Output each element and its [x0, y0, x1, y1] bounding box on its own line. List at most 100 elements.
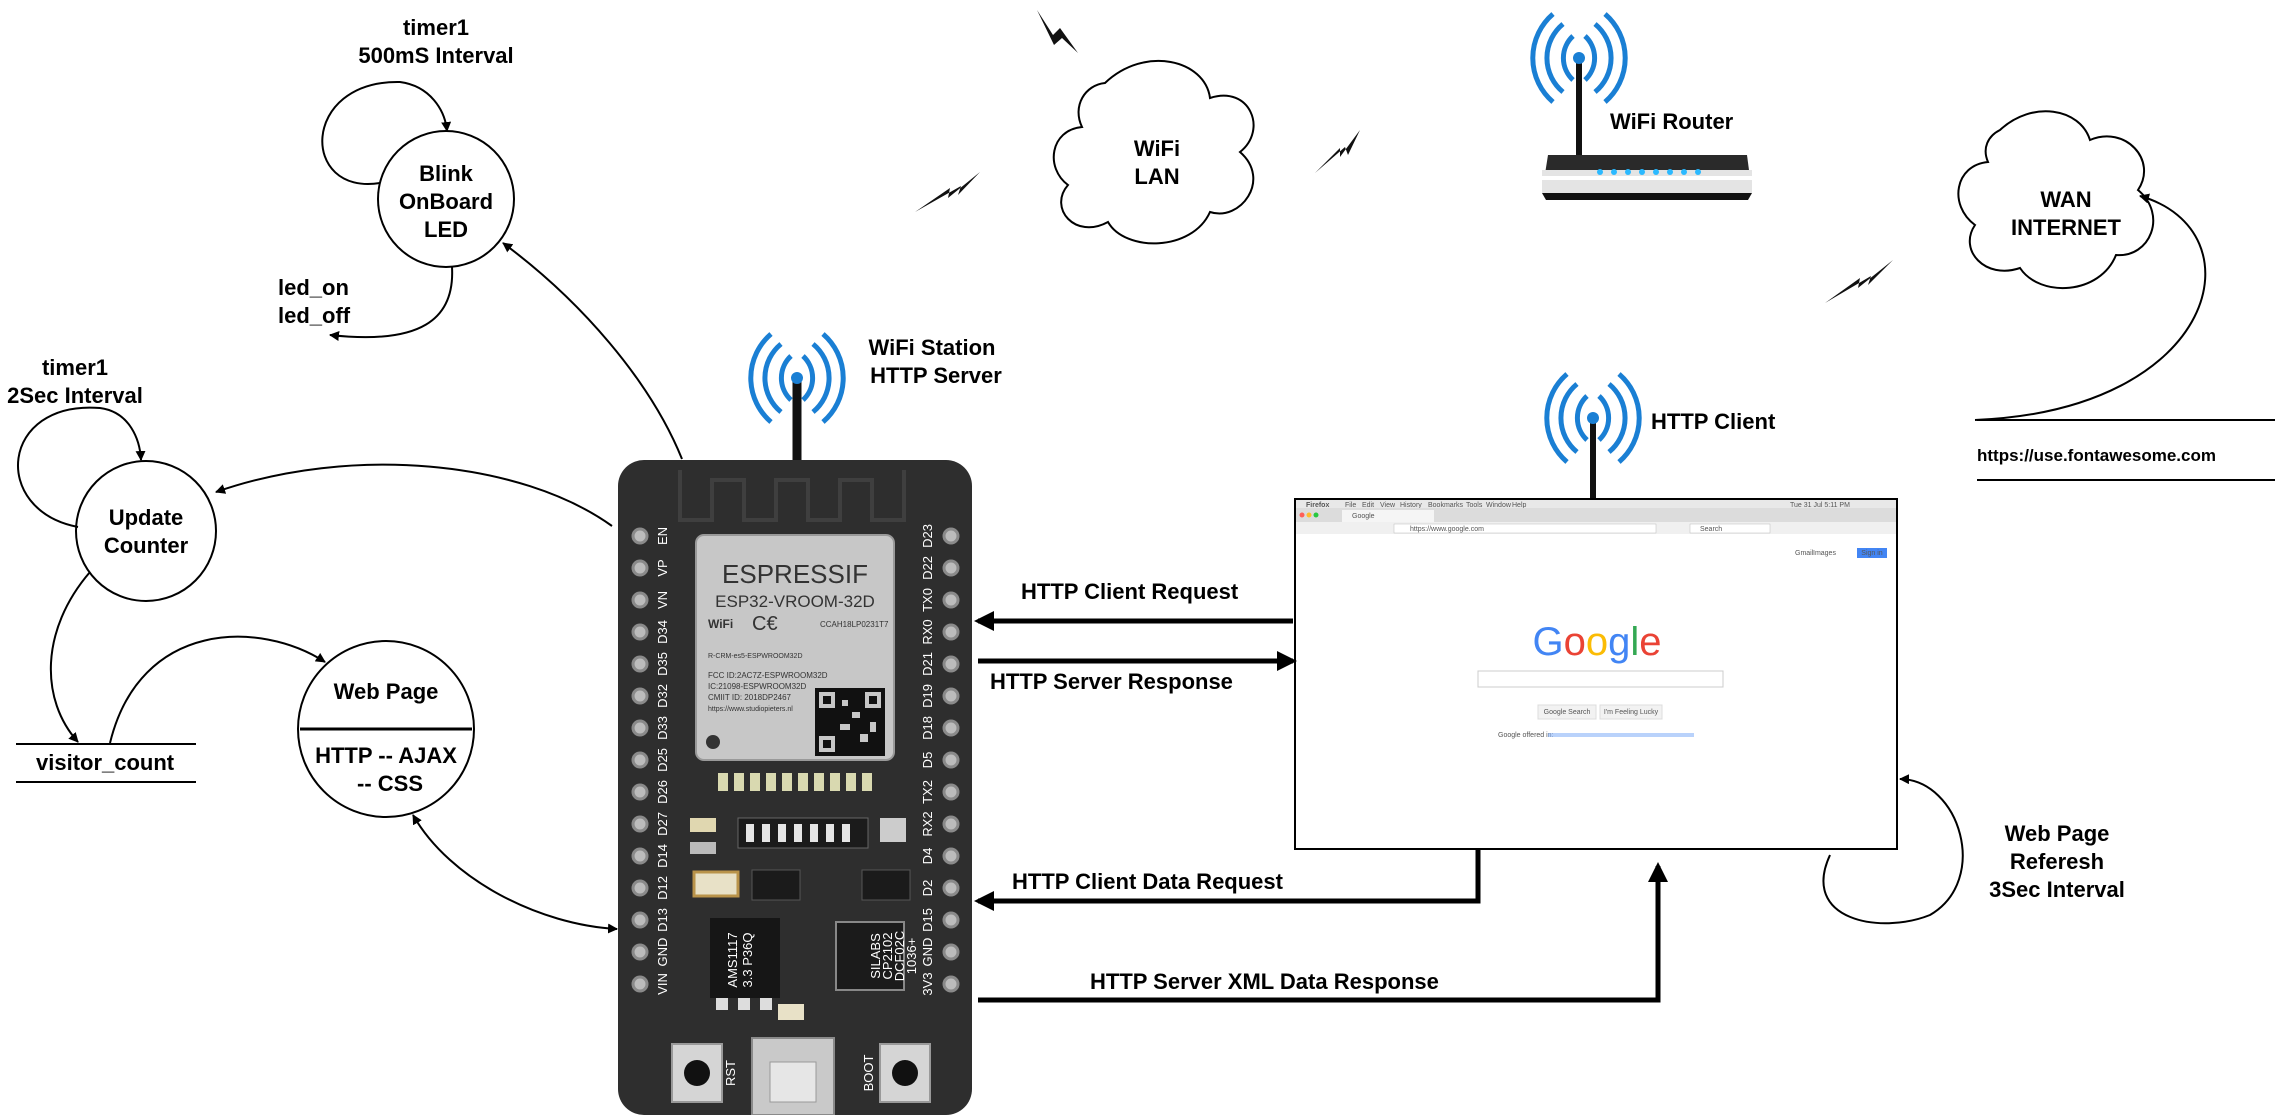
browser-menu-edit: Edit — [1362, 502, 1374, 509]
cert-line-3: IC:21098-ESPWROOM32D — [708, 682, 806, 691]
blink-label-line-2: OnBoard — [399, 189, 493, 214]
station-label-line-1: WiFi Station — [869, 335, 996, 360]
browser-tab-title[interactable]: Google — [1352, 513, 1375, 520]
rst-button[interactable] — [671, 1043, 723, 1103]
signin-label: Sign in — [1861, 550, 1883, 557]
webpage-board-arrow — [412, 814, 618, 934]
web-page-title: Web Page — [334, 679, 439, 704]
browser-search-box[interactable]: Search — [1689, 523, 1771, 534]
feeling-lucky-button[interactable]: I'm Feeling Lucky — [1599, 704, 1663, 720]
feeling-lucky-label: I'm Feeling Lucky — [1604, 709, 1659, 716]
web-page-body-line-2: -- CSS — [357, 771, 423, 796]
cert-line-4: CMIIT ID: 2018DP2467 — [708, 693, 792, 702]
wan-line-2: INTERNET — [2011, 215, 2122, 240]
right-header-pins — [942, 527, 960, 993]
station-antenna — [751, 334, 843, 468]
browser-search-placeholder: Search — [1700, 526, 1722, 533]
google-logo: Google — [1532, 620, 1661, 664]
web-page-body-line-1: HTTP -- AJAX — [315, 743, 457, 768]
boot-label: BOOT — [861, 1055, 876, 1092]
signin-button[interactable]: Sign in — [1857, 548, 1887, 558]
browser-menu-help: Help — [1512, 502, 1527, 509]
pin-label-right-12: D2 — [920, 880, 935, 897]
blink-interval-label: 500mS Interval — [358, 43, 513, 68]
google-search-input[interactable] — [1477, 670, 1724, 688]
router-label: WiFi Router — [1610, 109, 1734, 134]
fontawesome-url: https://use.fontawesome.com — [1977, 446, 2216, 465]
blink-label-line-3: LED — [424, 217, 468, 242]
usb-chip-line-1: SILABS — [868, 933, 883, 979]
led-off-label: led_off — [278, 303, 351, 328]
module-name: ESP32-VROOM-32D — [715, 592, 875, 611]
cert-line-1: R-CRM-es5-ESPWROOM32D — [708, 653, 803, 660]
browser-menu-bookmarks: Bookmarks — [1428, 502, 1464, 509]
pin-label-right-13: D15 — [920, 908, 935, 932]
lightning-icon-right — [1825, 260, 1893, 303]
google-search-button[interactable]: Google Search — [1537, 704, 1597, 720]
client-label: HTTP Client — [1651, 409, 1776, 434]
ce-mark: C€ — [752, 613, 778, 635]
images-link[interactable]: Images — [1813, 550, 1836, 557]
client-antenna — [1547, 374, 1639, 498]
pin-label-left-7: D33 — [655, 716, 670, 740]
pin-label-left-14: GND — [655, 938, 670, 967]
lightning-icon-mid — [1315, 130, 1360, 173]
pin-label-left-15: VIN — [655, 973, 670, 995]
left-header-pins — [631, 527, 649, 993]
update-self-loop-arrow — [17, 406, 146, 528]
browser-menu-tools: Tools — [1466, 502, 1483, 509]
board-to-counter-arrow — [215, 463, 613, 527]
blink-led-state: Blink OnBoard LED — [377, 130, 515, 268]
data-request-label: HTTP Client Data Request — [1012, 869, 1284, 894]
browser-window: Firefox File Edit View History Bookmarks… — [1294, 498, 1898, 850]
station-label-line-2: HTTP Server — [870, 363, 1002, 388]
pin-label-left-2: VP — [655, 559, 670, 576]
update-label-line-2: Counter — [104, 533, 189, 558]
module-brand: ESPRESSIF — [722, 559, 868, 589]
pin-label-right-3: TX0 — [920, 588, 935, 612]
browser-url-bar[interactable]: https://www.google.com — [1393, 523, 1657, 534]
lightning-icon-left — [915, 172, 980, 212]
counter-to-store-arrow — [49, 571, 91, 743]
led-action-arrow — [329, 266, 454, 341]
esp32-board: ESPRESSIF ESP32-VROOM-32D WiFi C€ CCAH18… — [618, 334, 972, 1115]
wifi-cert-logo: WiFi — [708, 617, 733, 631]
gmail-link[interactable]: Gmail — [1795, 550, 1814, 557]
led-on-label: led_on — [278, 275, 349, 300]
board-to-blink-arrow — [502, 242, 683, 460]
blink-timer-label: timer1 — [403, 15, 469, 40]
pin-label-right-7: D18 — [920, 716, 935, 740]
cert-id: CCAH18LP0231T7 — [820, 620, 889, 629]
wifi-lan-line-2: LAN — [1134, 164, 1179, 189]
visitor-count-label: visitor_count — [36, 750, 175, 775]
browser-menu-history: History — [1400, 502, 1422, 509]
xml-response-arrow — [978, 862, 1668, 1003]
visitor-count-store: visitor_count — [16, 743, 196, 783]
pin-label-right-5: D21 — [920, 652, 935, 676]
pin-label-left-12: D12 — [655, 876, 670, 900]
fontawesome-store: https://use.fontawesome.com — [1977, 419, 2275, 481]
wan-internet-cloud: WAN INTERNET — [1957, 110, 2155, 290]
store-to-webpage-arrow — [109, 635, 326, 744]
google-search-label: Google Search — [1544, 709, 1591, 716]
browser-url: https://www.google.com — [1410, 526, 1484, 533]
wan-link-arrow — [1974, 193, 2207, 421]
pin-label-right-4: RX0 — [920, 619, 935, 644]
pin-label-left-1: EN — [655, 527, 670, 545]
pin-label-right-9: TX2 — [920, 780, 935, 804]
wifi-router-icon — [1533, 14, 1752, 200]
micro-usb-port — [751, 1037, 835, 1115]
browser-menu-file: File — [1345, 502, 1356, 509]
update-timer-label: timer1 — [42, 355, 108, 380]
refresh-line-1: Web Page — [2005, 821, 2110, 846]
refresh-line-2: Referesh — [2010, 849, 2104, 874]
pin-label-left-6: D32 — [655, 684, 670, 708]
pin-label-left-9: D26 — [655, 780, 670, 804]
data-request-arrow — [974, 849, 1481, 911]
pin-label-right-14: GND — [920, 938, 935, 967]
pin-label-left-13: D13 — [655, 908, 670, 932]
refresh-loop-arrow — [1822, 774, 1964, 925]
boot-button[interactable] — [879, 1043, 931, 1103]
pin-label-right-15: 3V3 — [920, 972, 935, 995]
blink-self-loop-arrow — [321, 80, 452, 186]
